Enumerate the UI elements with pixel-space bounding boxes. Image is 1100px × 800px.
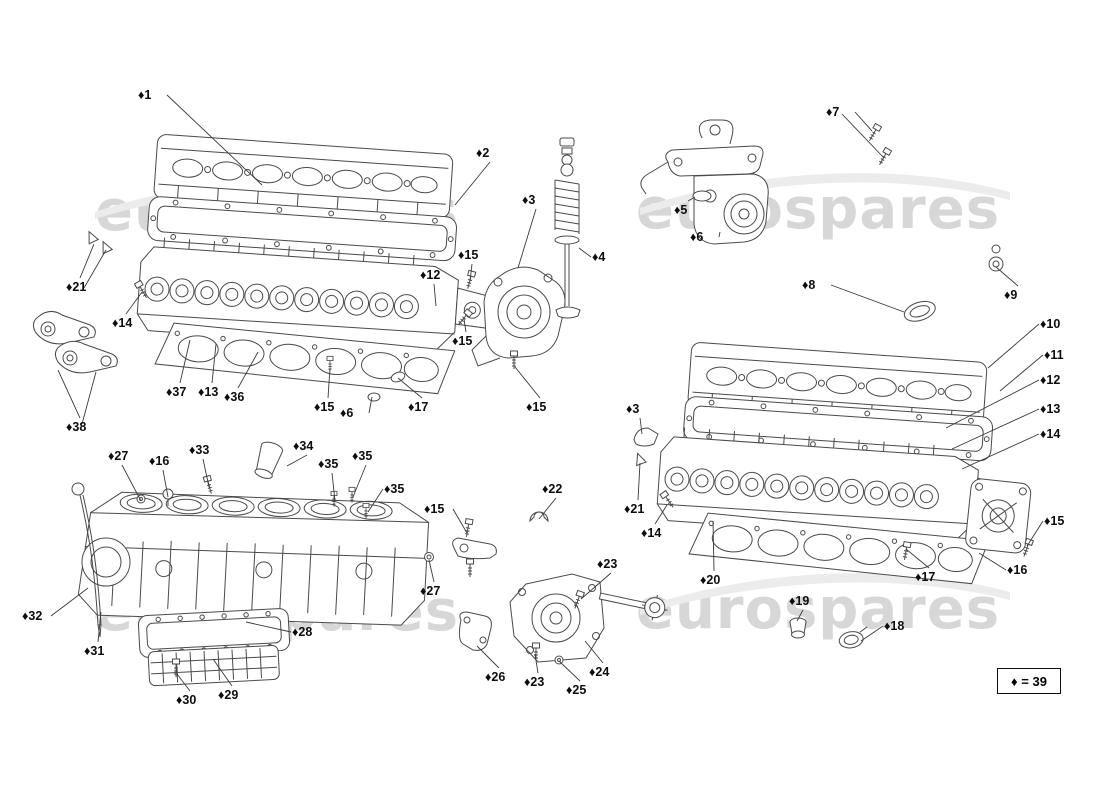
part-label[interactable]: ♦10	[1040, 317, 1061, 331]
water-pump	[640, 119, 769, 245]
part-label[interactable]: ♦36	[224, 390, 245, 404]
legend-text: ♦ = 39	[1011, 673, 1047, 689]
part-label[interactable]: ♦38	[66, 420, 87, 434]
part-label[interactable]: ♦19	[789, 594, 810, 608]
block-fasteners	[136, 474, 434, 562]
part-label[interactable]: ♦33	[189, 443, 210, 457]
part-label[interactable]: ♦17	[408, 400, 429, 414]
part-label[interactable]: ♦17	[915, 570, 936, 584]
part-label[interactable]: ♦21	[66, 280, 87, 294]
part-label[interactable]: ♦2	[476, 146, 490, 160]
breather-tube	[254, 441, 284, 479]
part-label[interactable]: ♦35	[352, 449, 373, 463]
part-label[interactable]: ♦6	[340, 406, 354, 420]
part-label[interactable]: ♦28	[292, 625, 313, 639]
part-label[interactable]: ♦13	[198, 385, 219, 399]
part-label[interactable]: ♦12	[420, 268, 441, 282]
small-cap-parts	[988, 244, 1004, 272]
part-label[interactable]: ♦12	[1040, 373, 1061, 387]
part-label[interactable]: ♦29	[218, 688, 239, 702]
part-label[interactable]: ♦15	[526, 400, 547, 414]
watermark-text: eurospares	[636, 577, 1001, 642]
part-label[interactable]: ♦14	[112, 316, 133, 330]
part-label[interactable]: ♦13	[1040, 402, 1061, 416]
part-label[interactable]: ♦14	[1040, 427, 1061, 441]
leader-lines	[50, 94, 1044, 692]
valve-cone-cap-right	[632, 451, 647, 466]
part-label[interactable]: ♦3	[522, 193, 536, 207]
valve-spring-assembly	[554, 137, 581, 319]
part-label[interactable]: ♦3	[626, 402, 640, 416]
part-label[interactable]: ♦4	[592, 250, 606, 264]
part-label[interactable]: ♦24	[589, 665, 610, 679]
woodruff-key	[529, 511, 549, 523]
part-label[interactable]: ♦6	[690, 230, 704, 244]
oil-pump-shaft	[598, 592, 668, 621]
part-label[interactable]: ♦35	[318, 457, 339, 471]
part-label[interactable]: ♦37	[166, 385, 187, 399]
part-label[interactable]: ♦7	[826, 105, 840, 119]
part-label[interactable]: ♦22	[542, 482, 563, 496]
part-label[interactable]: ♦31	[84, 644, 105, 658]
part-label[interactable]: ♦5	[674, 203, 688, 217]
part-label[interactable]: ♦20	[700, 573, 721, 587]
part-label[interactable]: ♦23	[524, 675, 545, 689]
front-cover	[509, 573, 605, 663]
oil-dipstick	[71, 482, 102, 638]
part-label[interactable]: ♦15	[1044, 514, 1065, 528]
part-label[interactable]: ♦1	[138, 88, 152, 102]
part-label[interactable]: ♦9	[1004, 288, 1018, 302]
part-label[interactable]: ♦16	[149, 454, 170, 468]
part-label[interactable]: ♦16	[1007, 563, 1028, 577]
thermostat-elbow-right	[633, 427, 659, 447]
rocker-levers	[32, 311, 118, 374]
drain-plug	[789, 617, 807, 639]
part-label[interactable]: ♦18	[884, 619, 905, 633]
part-label[interactable]: ♦15	[314, 400, 335, 414]
part-label[interactable]: ♦34	[293, 439, 314, 453]
part-label[interactable]: ♦23	[597, 557, 618, 571]
legend-box: ♦ = 39	[997, 668, 1061, 694]
thermostat-housing	[471, 266, 566, 367]
part-label[interactable]: ♦35	[384, 482, 405, 496]
part-label[interactable]: ♦32	[22, 609, 43, 623]
extra-leader-lines	[81, 113, 885, 425]
part-label[interactable]: ♦15	[452, 334, 473, 348]
part-label[interactable]: ♦26	[485, 670, 506, 684]
support-bracket	[452, 518, 497, 578]
front-cover-fasteners	[532, 589, 585, 665]
part-label[interactable]: ♦14	[641, 526, 662, 540]
part-label[interactable]: ♦8	[802, 278, 816, 292]
part-label[interactable]: ♦27	[108, 449, 129, 463]
part-label[interactable]: ♦30	[176, 693, 197, 707]
part-label[interactable]: ♦25	[566, 683, 587, 697]
seal-gasket-small	[838, 626, 868, 649]
valve-cone-caps-left	[84, 229, 113, 255]
oval-blanking-plate	[903, 300, 936, 322]
oil-sump	[147, 645, 280, 687]
part-label[interactable]: ♦27	[420, 584, 441, 598]
part-label[interactable]: ♦21	[624, 502, 645, 516]
part-label[interactable]: ♦15	[424, 502, 445, 516]
side-cover-plate	[965, 478, 1032, 554]
part-label[interactable]: ♦11	[1044, 348, 1064, 362]
fasteners-left	[133, 269, 518, 402]
part-label[interactable]: ♦15	[458, 248, 479, 262]
small-front-plate	[458, 611, 492, 651]
fasteners-top-right	[865, 122, 893, 168]
